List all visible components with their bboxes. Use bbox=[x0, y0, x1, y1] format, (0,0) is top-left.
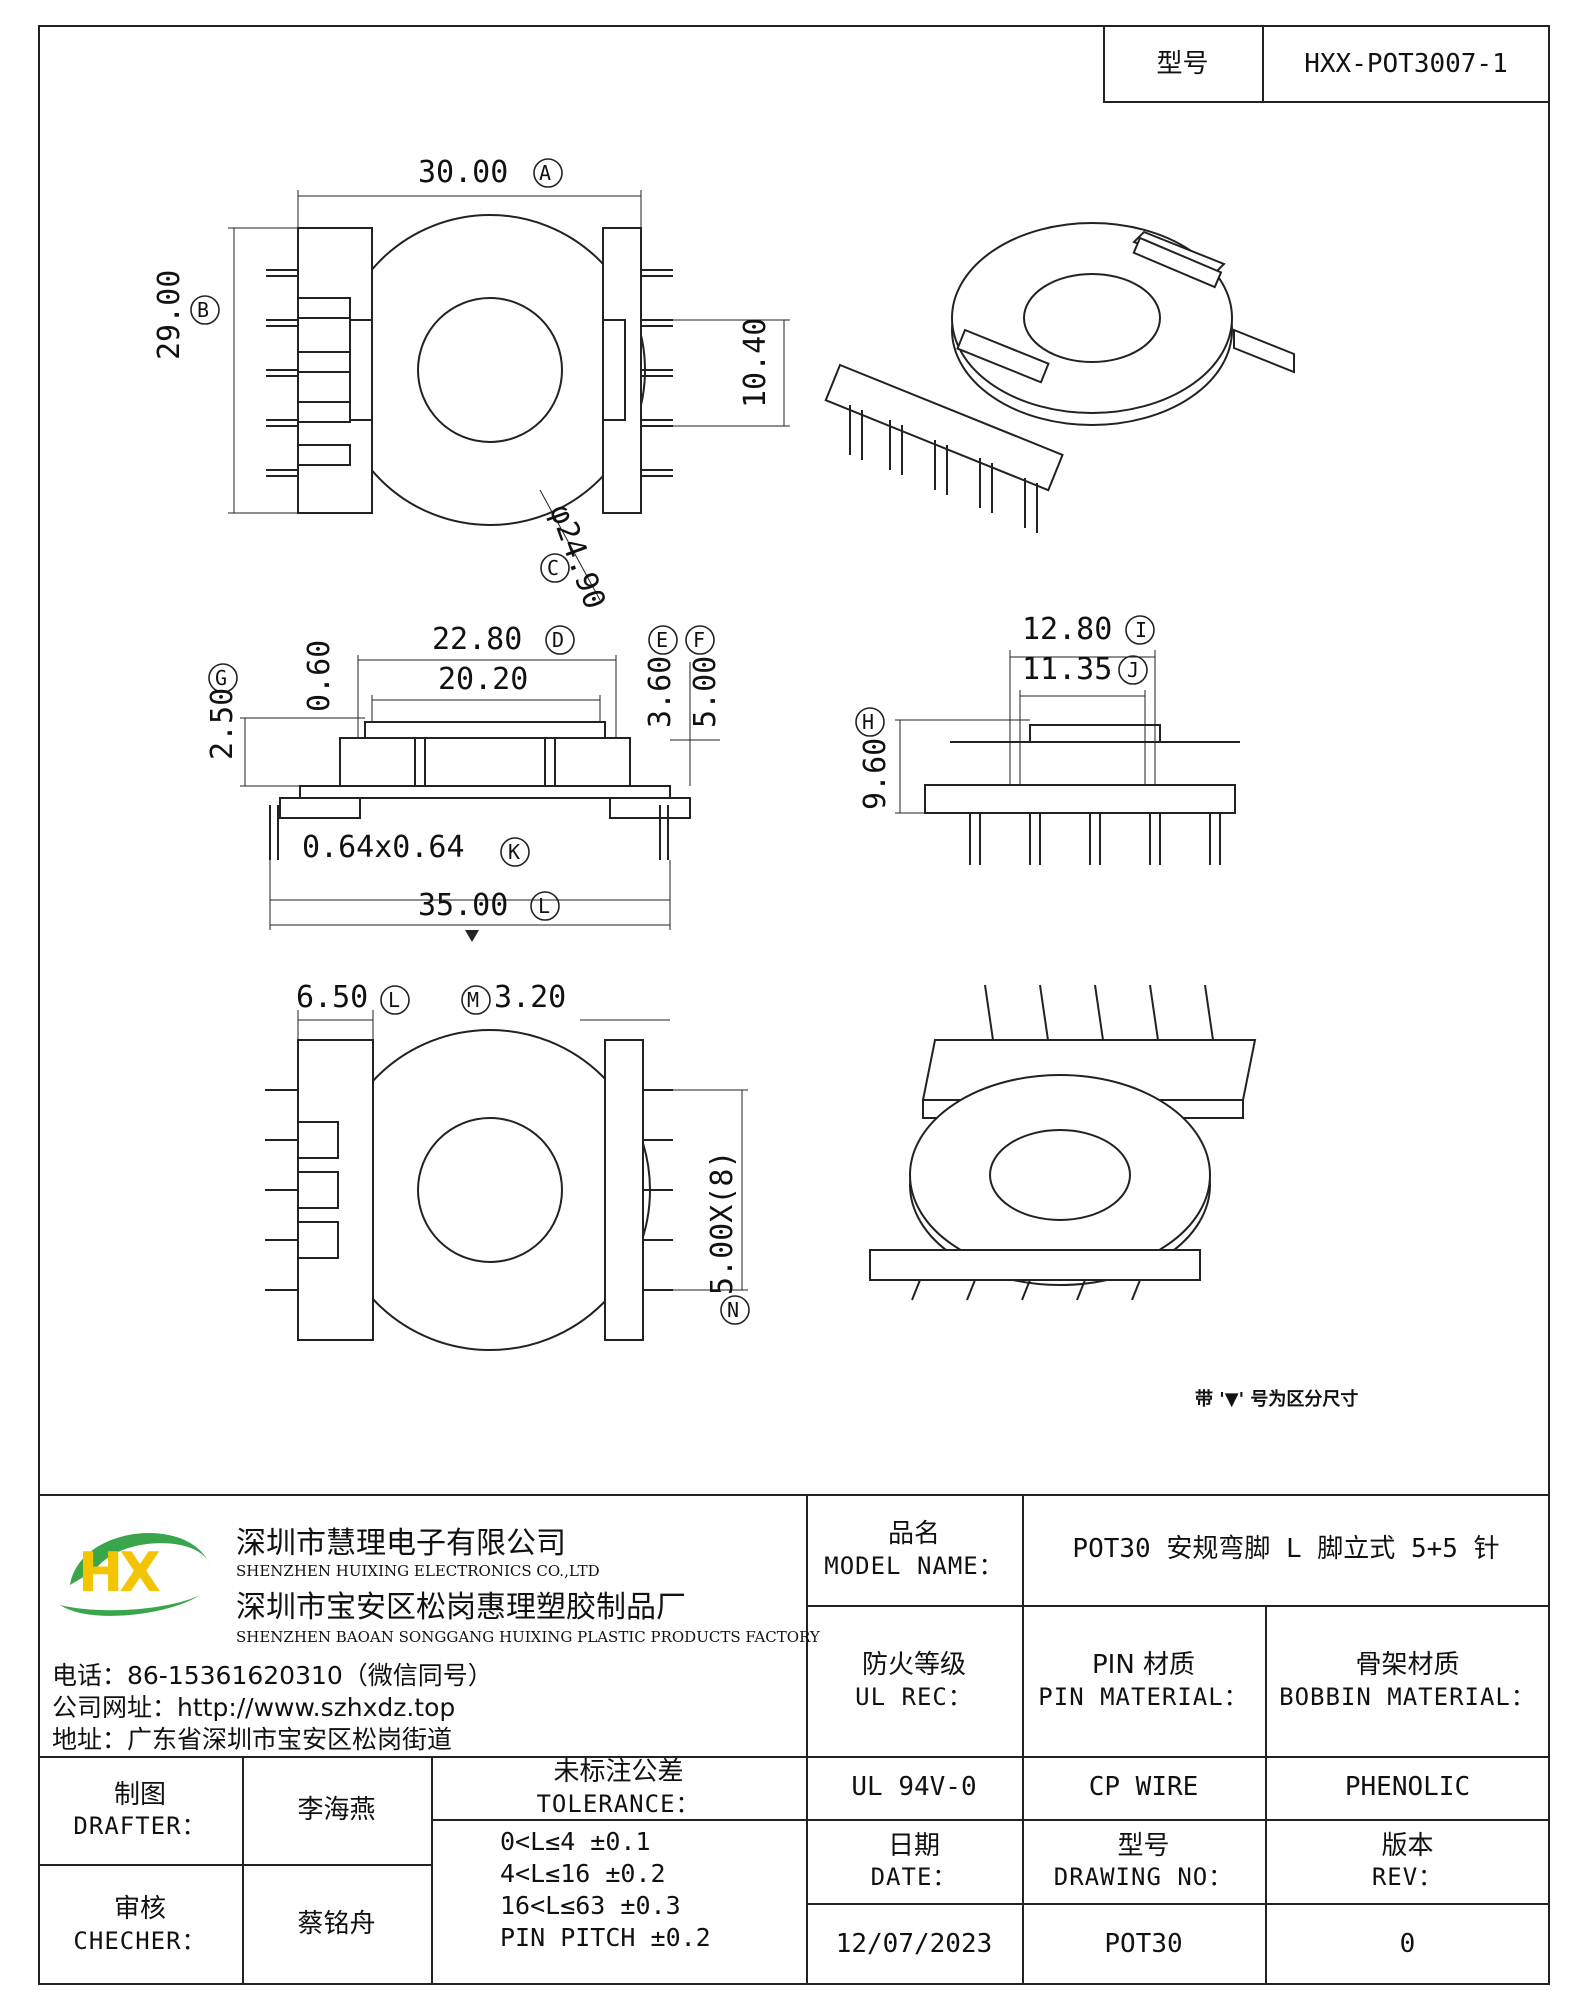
dim-m: 3.20 bbox=[494, 980, 567, 1015]
dim-inner: 20.20 bbox=[438, 662, 529, 697]
company-address: 地址：广东省深圳市宝安区松岗街道 bbox=[52, 1725, 453, 1754]
tolerance-label: 未标注公差 TOLERANCE： bbox=[536, 1757, 701, 1818]
dim-pin-span: 10.40 bbox=[738, 317, 773, 408]
tolerance-row: PIN PITCH ±0.2 bbox=[500, 1923, 711, 1952]
dim-n: 5.00X(8) bbox=[705, 1150, 740, 1296]
ul-label: 防火等级 UL REC： bbox=[855, 1650, 973, 1711]
checker-label: 审核 CHECHER： bbox=[73, 1894, 207, 1955]
company-name-cn: 深圳市慧理电子有限公司 bbox=[236, 1526, 566, 1561]
marker-a: A bbox=[539, 161, 552, 185]
iso-view-2 bbox=[869, 984, 1257, 1301]
rev-value: 0 bbox=[1399, 1928, 1416, 1959]
marker-i: I bbox=[1135, 618, 1148, 642]
model-header-label: 型号 bbox=[1156, 48, 1209, 79]
ul-value: UL 94V-0 bbox=[851, 1772, 977, 1803]
date-value: 12/07/2023 bbox=[835, 1928, 993, 1959]
dim-l-total: 35.00 bbox=[418, 888, 509, 923]
marker-k: K bbox=[508, 840, 521, 864]
factory-name-en: SHENZHEN BAOAN SONGGANG HUIXING PLASTIC … bbox=[236, 1628, 820, 1646]
marker-j: J bbox=[1127, 658, 1140, 682]
drafter-value: 李海燕 bbox=[297, 1794, 376, 1825]
bobbin-material-value: PHENOLIC bbox=[1344, 1772, 1471, 1803]
drafter-label: 制图 DRAFTER： bbox=[73, 1779, 207, 1841]
marker-l-total: L bbox=[538, 894, 551, 918]
marker-e: E bbox=[656, 628, 669, 652]
dim-b: 29.00 bbox=[152, 269, 187, 360]
distinguish-note: 带 '▼' 号为区分尺寸 bbox=[1195, 1389, 1359, 1410]
marker-f: F bbox=[693, 628, 706, 652]
tolerance-list: 0<L≤4 ±0.1 4<L≤16 ±0.2 16<L≤63 ±0.3 PIN … bbox=[500, 1826, 711, 1954]
model-header-box bbox=[1103, 25, 1550, 103]
checker-value: 蔡铭舟 bbox=[297, 1909, 376, 1940]
dim-h: 9.60 bbox=[858, 737, 893, 810]
pin-material-label: PIN 材质 PIN MATERIAL： bbox=[1038, 1650, 1249, 1711]
company-phone: 电话：86-15361620310（微信同号） bbox=[52, 1661, 493, 1690]
drawing-no-label: 型号 DRAWING NO： bbox=[1053, 1830, 1234, 1892]
dim-f: 5.00 bbox=[688, 655, 723, 728]
dim-a: 30.00 bbox=[418, 155, 509, 190]
dim-g: 2.50 bbox=[205, 687, 240, 760]
dim-j: 11.35 bbox=[1022, 652, 1113, 687]
dim-d: 22.80 bbox=[432, 622, 523, 657]
iso-view-1 bbox=[824, 222, 1295, 533]
company-website: 公司网址：http://www.szhxdz.top bbox=[52, 1693, 456, 1722]
marker-h: H bbox=[862, 710, 875, 734]
drawing-no-value: POT30 bbox=[1104, 1928, 1183, 1959]
model-name-label: 品名 MODEL NAME： bbox=[824, 1519, 1004, 1580]
logo-text: HX bbox=[78, 1541, 161, 1604]
model-name-value: POT30 安规弯脚 L 脚立式 5+5 针 bbox=[1072, 1534, 1500, 1565]
right-pins-bottom bbox=[643, 1089, 673, 1291]
dim-i: 12.80 bbox=[1022, 612, 1113, 647]
marker-d: D bbox=[552, 628, 565, 652]
date-label: 日期 DATE： bbox=[870, 1830, 958, 1892]
marker-b: B bbox=[197, 298, 210, 322]
company-name-en: SHENZHEN HUIXING ELECTRONICS CO.,LTD bbox=[236, 1562, 600, 1580]
marker-n: N bbox=[727, 1298, 740, 1322]
pin-material-value: CP WIRE bbox=[1088, 1772, 1199, 1803]
rev-label: 版本 REV： bbox=[1371, 1830, 1444, 1892]
marker-l: L bbox=[388, 988, 401, 1012]
left-pins-top bbox=[266, 269, 351, 477]
front-view bbox=[240, 655, 720, 930]
tolerance-row: 0<L≤4 ±0.1 bbox=[500, 1827, 651, 1856]
marker-m: M bbox=[467, 988, 480, 1012]
bobbin-material-label: 骨架材质 BOBBIN MATERIAL： bbox=[1279, 1650, 1536, 1711]
right-pins-top bbox=[641, 269, 673, 477]
factory-name-cn: 深圳市宝安区松岗惠理塑胶制品厂 bbox=[236, 1590, 686, 1625]
dim-l: 6.50 bbox=[296, 980, 369, 1015]
dim-e: 3.60 bbox=[643, 655, 678, 728]
company-logo: HX bbox=[50, 1515, 220, 1625]
marker-c: C bbox=[547, 556, 560, 580]
left-pins-bottom bbox=[265, 1089, 339, 1291]
dim-k: 0.64x0.64 bbox=[302, 830, 465, 865]
tolerance-row: 4<L≤16 ±0.2 bbox=[500, 1859, 666, 1888]
tolerance-row: 16<L≤63 ±0.3 bbox=[500, 1891, 681, 1920]
dim-top-gap: 0.60 bbox=[302, 639, 337, 712]
side-view bbox=[895, 650, 1240, 865]
technical-drawing bbox=[190, 158, 1295, 1351]
model-header-value: HXX-POT3007-1 bbox=[1304, 48, 1508, 79]
distinguish-dimension-marker bbox=[465, 930, 479, 942]
marker-g: G bbox=[215, 666, 228, 690]
drawing-frame bbox=[38, 25, 1550, 1985]
